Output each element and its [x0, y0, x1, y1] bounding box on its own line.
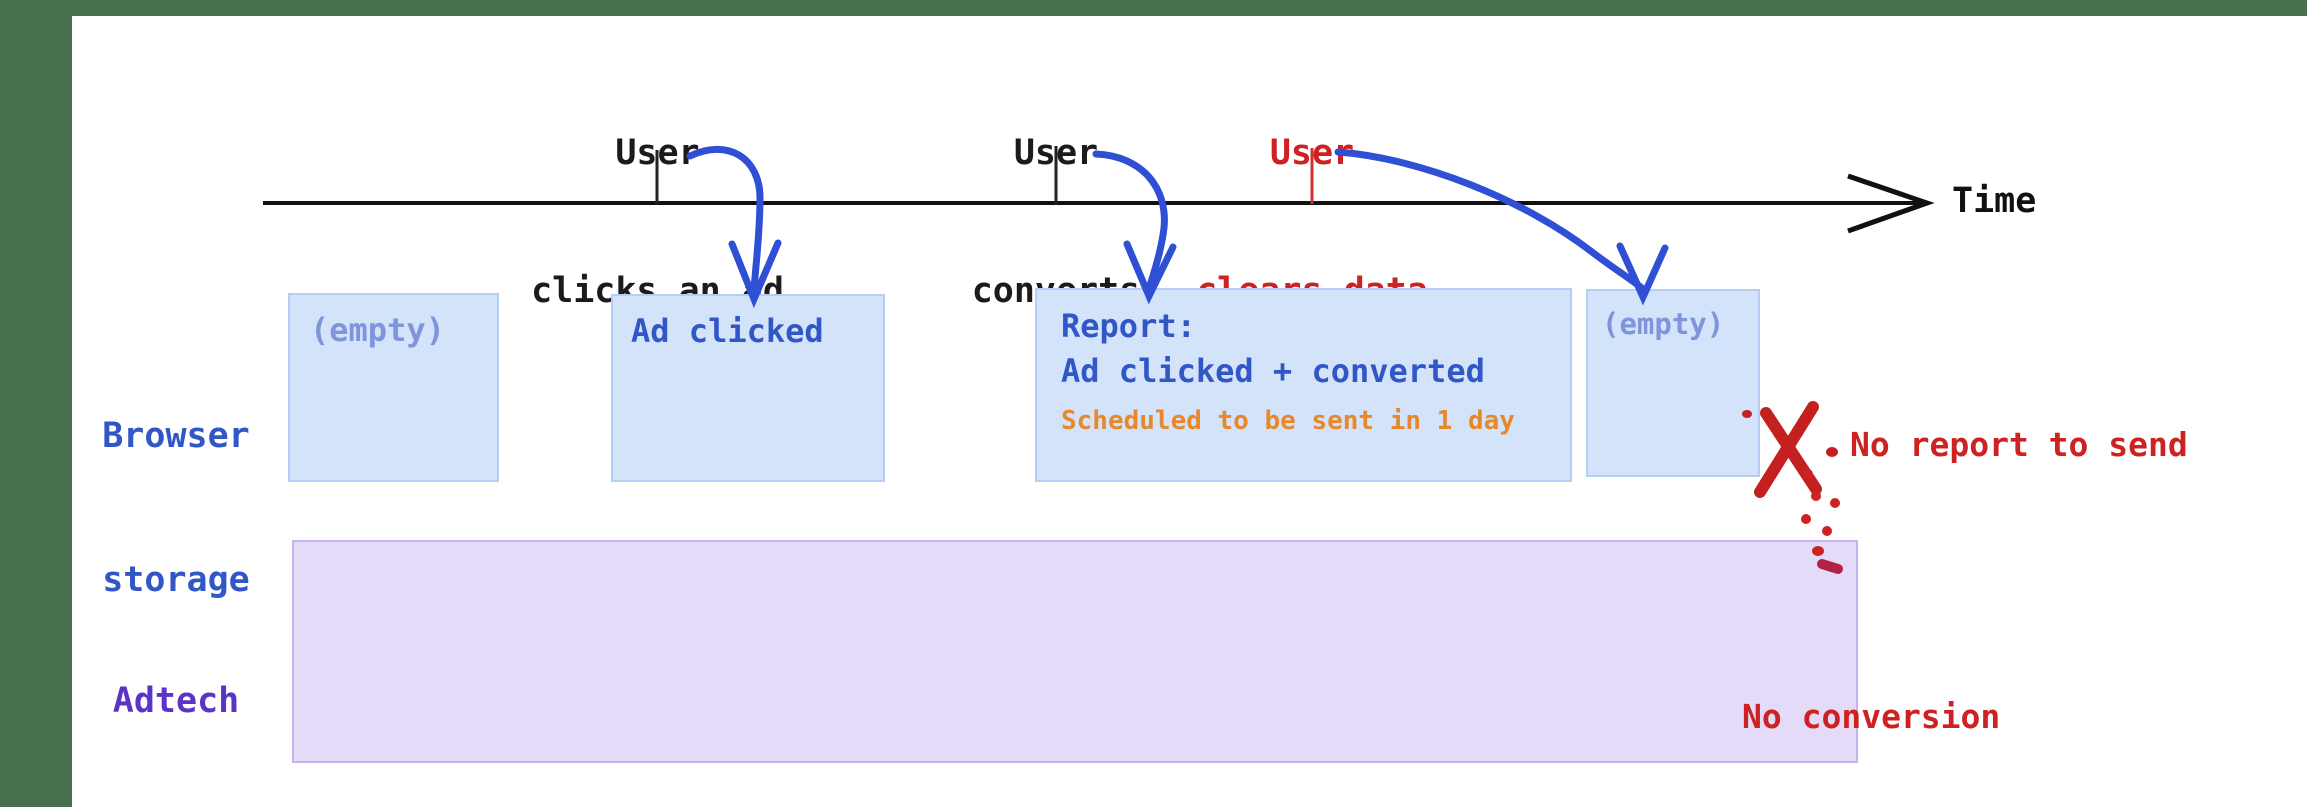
- event-label-line: User: [615, 133, 700, 173]
- time-axis-arrowhead-icon: [1847, 173, 1935, 234]
- storage-box-report: Report: Ad clicked + converted Scheduled…: [1035, 288, 1572, 482]
- no-report-annotation: No report to send: [1850, 425, 2188, 464]
- storage-box-text: (empty): [310, 311, 445, 349]
- event-label-line: User: [1269, 133, 1355, 173]
- frame-top-bar: [0, 0, 2307, 16]
- storage-box-empty-1: (empty): [288, 293, 499, 482]
- event-label-line: User: [1013, 133, 1099, 173]
- storage-box-text: Ad clicked: [631, 312, 824, 350]
- row-label-line: Adtech: [112, 681, 240, 721]
- report-schedule-note: Scheduled to be sent in 1 day: [1061, 406, 1515, 436]
- row-label-line: Browser: [102, 416, 250, 456]
- storage-box-empty-2: (empty): [1586, 289, 1760, 477]
- report-subtitle: Ad clicked + converted: [1061, 352, 1485, 390]
- no-conversion-line: No conversion: [1742, 697, 2001, 736]
- row-label-line: storage: [102, 560, 250, 600]
- time-axis-label: Time: [1952, 181, 2037, 221]
- storage-box-text: (empty): [1602, 307, 1725, 341]
- adtech-server-box: [292, 540, 1858, 763]
- frame-left-bar: [0, 0, 72, 807]
- browser-storage-label: Browser storage: [78, 316, 274, 700]
- report-title: Report:: [1061, 307, 1196, 345]
- no-conversion-annotation: No conversion reported to adtech: [1742, 599, 2100, 807]
- adtech-server-label: Adtech server: [78, 581, 274, 807]
- storage-box-ad-clicked: Ad clicked: [611, 294, 885, 482]
